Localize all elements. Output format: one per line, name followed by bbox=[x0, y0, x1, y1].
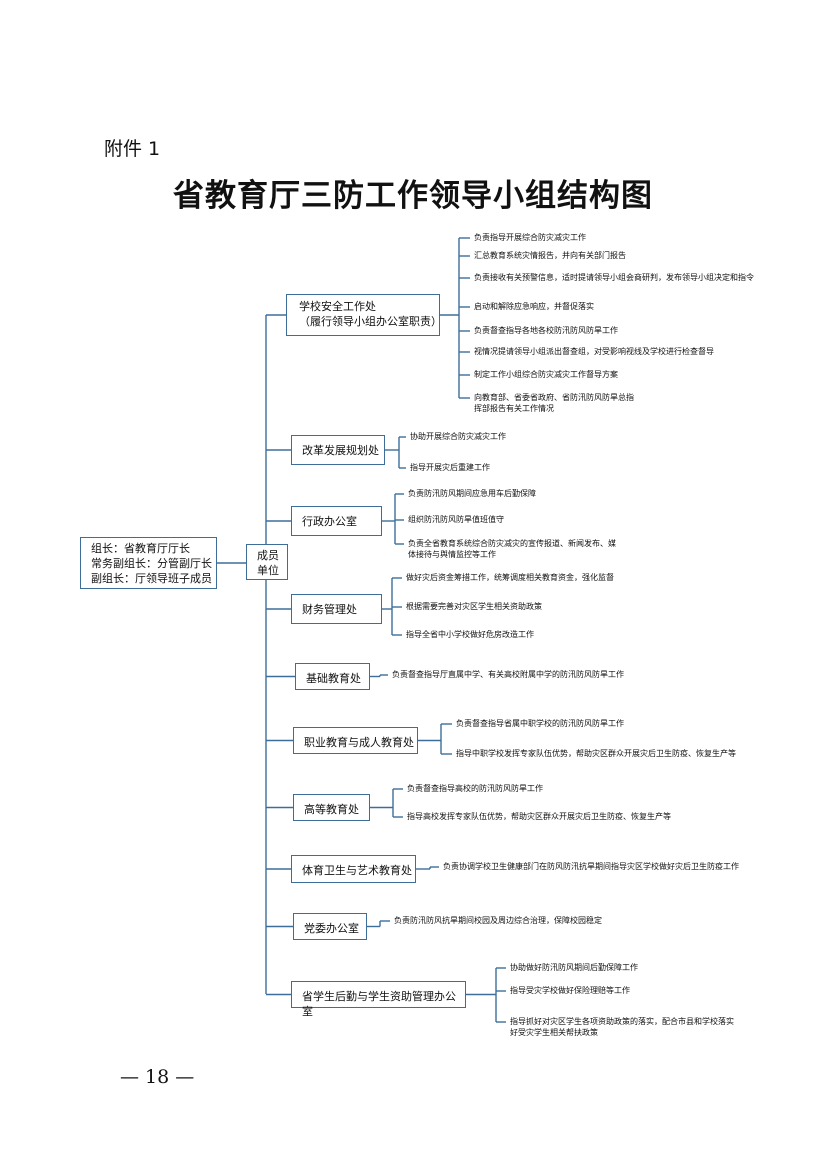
department-name: 高等教育处 bbox=[304, 803, 359, 816]
department-box: 改革发展规划处 bbox=[291, 435, 385, 465]
task-text: 指导全省中小学校做好危房改造工作 bbox=[406, 630, 534, 639]
task-text: 指导中职学校发挥专家队伍优势，帮助灾区群众开展灾后卫生防疫、恢复生产等 bbox=[456, 749, 736, 758]
member-label: 成员 bbox=[257, 549, 279, 562]
task-text: 负责指导开展综合防灾减灾工作 bbox=[474, 233, 586, 242]
task-text: 协助做好防汛防风期间后勤保障工作 bbox=[510, 963, 638, 972]
department-name: 职业教育与成人教育处 bbox=[304, 736, 414, 749]
task-text: 负责全省教育系统综合防灾减灾的宣传报道、新闻发布、媒体接待与舆情监控等工作 bbox=[408, 539, 616, 559]
task-text: 负责防汛防风抗旱期间校园及周边综合治理，保障校园稳定 bbox=[394, 916, 602, 925]
task-text: 根据需要完善对灾区学生相关资助政策 bbox=[406, 602, 542, 611]
task-text: 负责督查指导各地各校防汛防风防旱工作 bbox=[474, 326, 618, 335]
task-text: 负责督查指导厅直属中学、有关高校附属中学的防汛防风防旱工作 bbox=[392, 670, 624, 679]
department-box: 财务管理处 bbox=[291, 594, 382, 624]
task-text: 汇总教育系统灾情报告，并向有关部门报告 bbox=[474, 251, 626, 260]
page-title: 省教育厅三防工作领导小组结构图 bbox=[173, 178, 653, 214]
department-note: （履行领导小组办公室职责） bbox=[299, 315, 442, 328]
task-text: 做好灾后资金筹措工作，统筹调度相关教育资金，强化监督 bbox=[406, 573, 614, 582]
member-box: 成员 单位 bbox=[246, 544, 288, 580]
department-name: 改革发展规划处 bbox=[302, 444, 379, 457]
task-text: 指导受灾学校做好保险理赔等工作 bbox=[510, 986, 630, 995]
attachment-label: 附件 1 bbox=[104, 138, 161, 160]
department-box: 体育卫生与艺术教育处 bbox=[291, 855, 416, 883]
task-text: 负责协调学校卫生健康部门在防风防汛抗旱期间指导灾区学校做好灾后卫生防疫工作 bbox=[443, 862, 739, 871]
task-text: 指导抓好对灾区学生各项资助政策的落实，配合市县和学校落实好受灾学生相关帮扶政策 bbox=[510, 1017, 734, 1037]
leader-box: 组长：省教育厅厅长 常务副组长：分管副厅长 副组长：厅领导班子成员 bbox=[80, 537, 217, 589]
department-box: 党委办公室 bbox=[293, 913, 367, 940]
member-label: 单位 bbox=[257, 564, 279, 577]
task-text: 指导高校发挥专家队伍优势，帮助灾区群众开展灾后卫生防疫、恢复生产等 bbox=[407, 812, 671, 821]
task-text: 协助开展综合防灾减灾工作 bbox=[410, 432, 506, 441]
department-box: 职业教育与成人教育处 bbox=[293, 727, 418, 754]
task-text: 指导开展灾后重建工作 bbox=[410, 463, 490, 472]
page-number: — 18 — bbox=[120, 1066, 195, 1088]
leader-line: 常务副组长：分管副厅长 bbox=[91, 557, 212, 570]
department-box: 省学生后勤与学生资助管理办公室 bbox=[291, 981, 466, 1018]
task-text: 负责接收有关预警信息，适时提请领导小组会商研判，发布领导小组决定和指令 bbox=[474, 273, 754, 282]
department-name: 体育卫生与艺术教育处 bbox=[302, 864, 412, 877]
leader-line: 副组长：厅领导班子成员 bbox=[91, 572, 212, 585]
department-name: 党委办公室 bbox=[304, 922, 359, 935]
task-text: 组织防汛防风防旱值班值守 bbox=[408, 515, 504, 524]
leader-line: 组长：省教育厅厅长 bbox=[91, 542, 190, 555]
department-name: 省学生后勤与学生资助管理办公室 bbox=[302, 990, 456, 1018]
task-text: 启动和解除应急响应，并督促落实 bbox=[474, 302, 594, 311]
department-box: 基础教育处 bbox=[295, 663, 370, 690]
department-name: 学校安全工作处 bbox=[299, 300, 376, 313]
department-box: 学校安全工作处 （履行领导小组办公室职责） bbox=[286, 294, 442, 336]
task-text: 视情况提请领导小组派出督查组，对受影响视线及学校进行检查督导 bbox=[474, 347, 714, 356]
task-text: 负责督查指导高校的防汛防风防旱工作 bbox=[407, 784, 543, 793]
department-name: 行政办公室 bbox=[302, 515, 357, 528]
department-box: 行政办公室 bbox=[291, 506, 382, 536]
department-box: 高等教育处 bbox=[293, 794, 370, 821]
department-name: 基础教育处 bbox=[306, 672, 361, 685]
department-name: 财务管理处 bbox=[302, 603, 357, 616]
task-text: 负责防汛防风期间应急用车后勤保障 bbox=[408, 489, 536, 498]
task-text: 制定工作小组综合防灾减灾工作督导方案 bbox=[474, 370, 618, 379]
task-text: 向教育部、省委省政府、省防汛防风防旱总指挥部报告有关工作情况 bbox=[474, 393, 634, 413]
task-text: 负责督查指导省属中职学校的防汛防风防旱工作 bbox=[456, 719, 624, 728]
